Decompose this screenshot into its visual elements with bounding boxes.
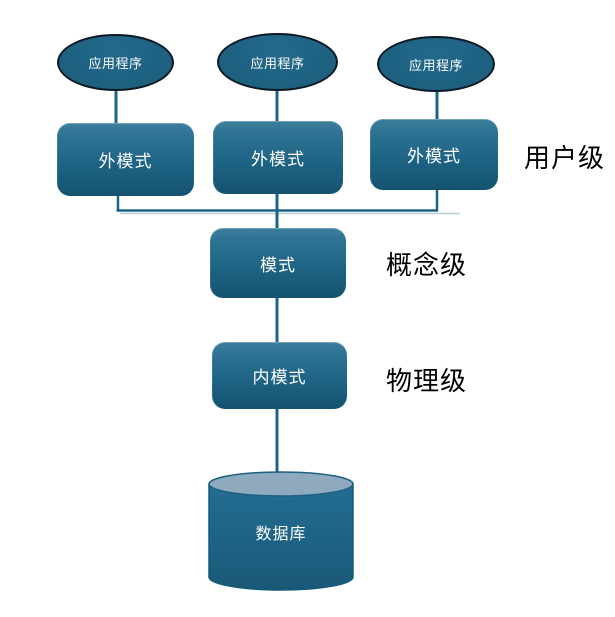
application-label-3: 应用程序 <box>408 57 463 73</box>
application-node-1: 应用程序 <box>57 34 174 91</box>
external-schema-node-1: 外模式 <box>57 123 194 196</box>
level-label-physical: 物理级 <box>386 366 468 396</box>
internal-schema-node: 内模式 <box>212 342 347 409</box>
external-schema-node-2: 外模式 <box>213 121 343 194</box>
external-schema-label-1: 外模式 <box>98 152 153 171</box>
level-label-user: 用户级 <box>524 143 606 173</box>
external-schema-label-2: 外模式 <box>251 150 305 169</box>
application-node-3: 应用程序 <box>377 36 495 92</box>
database-cylinder <box>208 471 354 591</box>
conceptual-schema-node: 模式 <box>210 228 346 298</box>
application-label-2: 应用程序 <box>250 55 305 71</box>
cylinder-body <box>208 483 354 591</box>
application-label-1: 应用程序 <box>88 56 143 71</box>
external-schema-label-3: 外模式 <box>407 147 461 166</box>
application-node-2: 应用程序 <box>217 33 338 91</box>
cylinder-top <box>208 471 354 497</box>
database-label: 数据库 <box>255 526 307 543</box>
external-schema-node-3: 外模式 <box>370 119 498 190</box>
level-label-conceptual: 概念级 <box>386 250 468 280</box>
internal-schema-label: 内模式 <box>252 368 307 387</box>
conceptual-schema-label: 模式 <box>260 255 296 275</box>
